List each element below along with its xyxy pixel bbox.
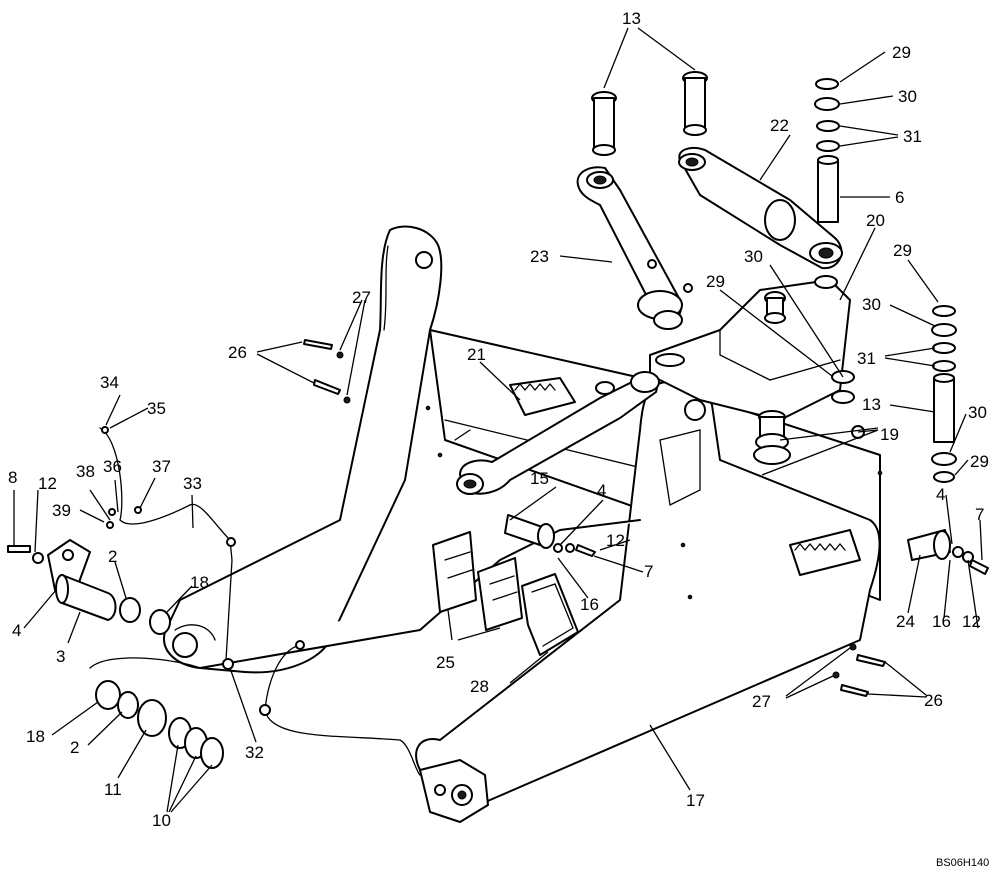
pin-stack-upper [814,78,840,223]
callout-label: 29 [893,241,912,260]
callout-label: 26 [228,343,247,362]
callout-label: 21 [467,345,486,364]
callout-label: 11 [104,780,122,799]
callout-label: 4 [936,485,945,504]
callout-label: 2 [70,738,79,757]
callout-labels: 13 29 30 31 22 6 23 20 29 30 29 30 31 27… [8,9,989,830]
callout-label: 38 [76,462,95,481]
callout-label: 32 [245,743,264,762]
callout-label: 36 [103,457,122,476]
callout-label: 8 [8,468,17,487]
callout-label: 12 [606,531,625,550]
callout-label: 6 [895,188,904,207]
plate-28 [521,573,579,656]
pins-13-top [591,71,708,156]
callout-label: 7 [644,562,653,581]
callout-label: 2 [108,547,117,566]
callout-label: 12 [38,474,57,493]
cylinder-23 [576,166,693,330]
callout-label: 4 [597,481,606,500]
callout-label: 7 [975,505,984,524]
drawing-reference: BS06H140 [936,857,989,869]
callout-label: 4 [12,621,21,640]
callout-label: 27 [752,692,771,711]
callout-label: 18 [26,727,45,746]
callout-label: 17 [686,791,705,810]
cylinder-21 [456,371,660,495]
bolts-26-left [303,339,351,404]
callout-label: 33 [183,474,202,493]
callout-label: 18 [190,573,209,592]
callout-label: 22 [770,116,789,135]
callout-label: 31 [857,349,876,368]
pin-15 [504,514,596,557]
swivel-plate [649,279,851,465]
leader-lines [13,27,983,813]
left-pin-assembly [7,539,171,635]
callout-label: 30 [744,247,763,266]
callout-label: 29 [970,452,989,471]
callout-label: 13 [862,395,881,414]
pin-stack-right [831,305,957,483]
lower-washers [95,680,224,769]
callout-label: 31 [903,127,922,146]
callout-label: 25 [436,653,455,672]
callout-label: 29 [706,272,725,291]
callout-label: 19 [880,425,899,444]
callout-label: 10 [152,811,171,830]
callout-label: 30 [862,295,881,314]
callout-label: 30 [898,87,917,106]
callout-label: 12 [962,612,981,631]
callout-label: 26 [924,691,943,710]
callout-label: 37 [152,457,171,476]
callout-label: 16 [932,612,951,631]
wire-harness [99,426,421,776]
shims-25 [432,531,523,631]
callout-label: 3 [56,647,65,666]
cylinder-22 [678,147,843,289]
callout-label: 35 [147,399,166,418]
callout-label: 39 [52,501,71,520]
callout-label: 34 [100,373,119,392]
callout-label: 24 [896,612,915,631]
callout-label: 16 [580,595,599,614]
callout-label: 23 [530,247,549,266]
callout-label: 15 [530,469,549,488]
callout-label: 29 [892,43,911,62]
right-pin-24 [907,529,989,575]
callout-label: 28 [470,677,489,696]
callout-label: 30 [968,403,987,422]
callout-label: 27 [352,288,371,307]
callout-label: 20 [866,211,885,230]
loader-frame [89,225,883,823]
callout-label: 13 [622,9,641,28]
bolts-26-right [832,643,886,697]
